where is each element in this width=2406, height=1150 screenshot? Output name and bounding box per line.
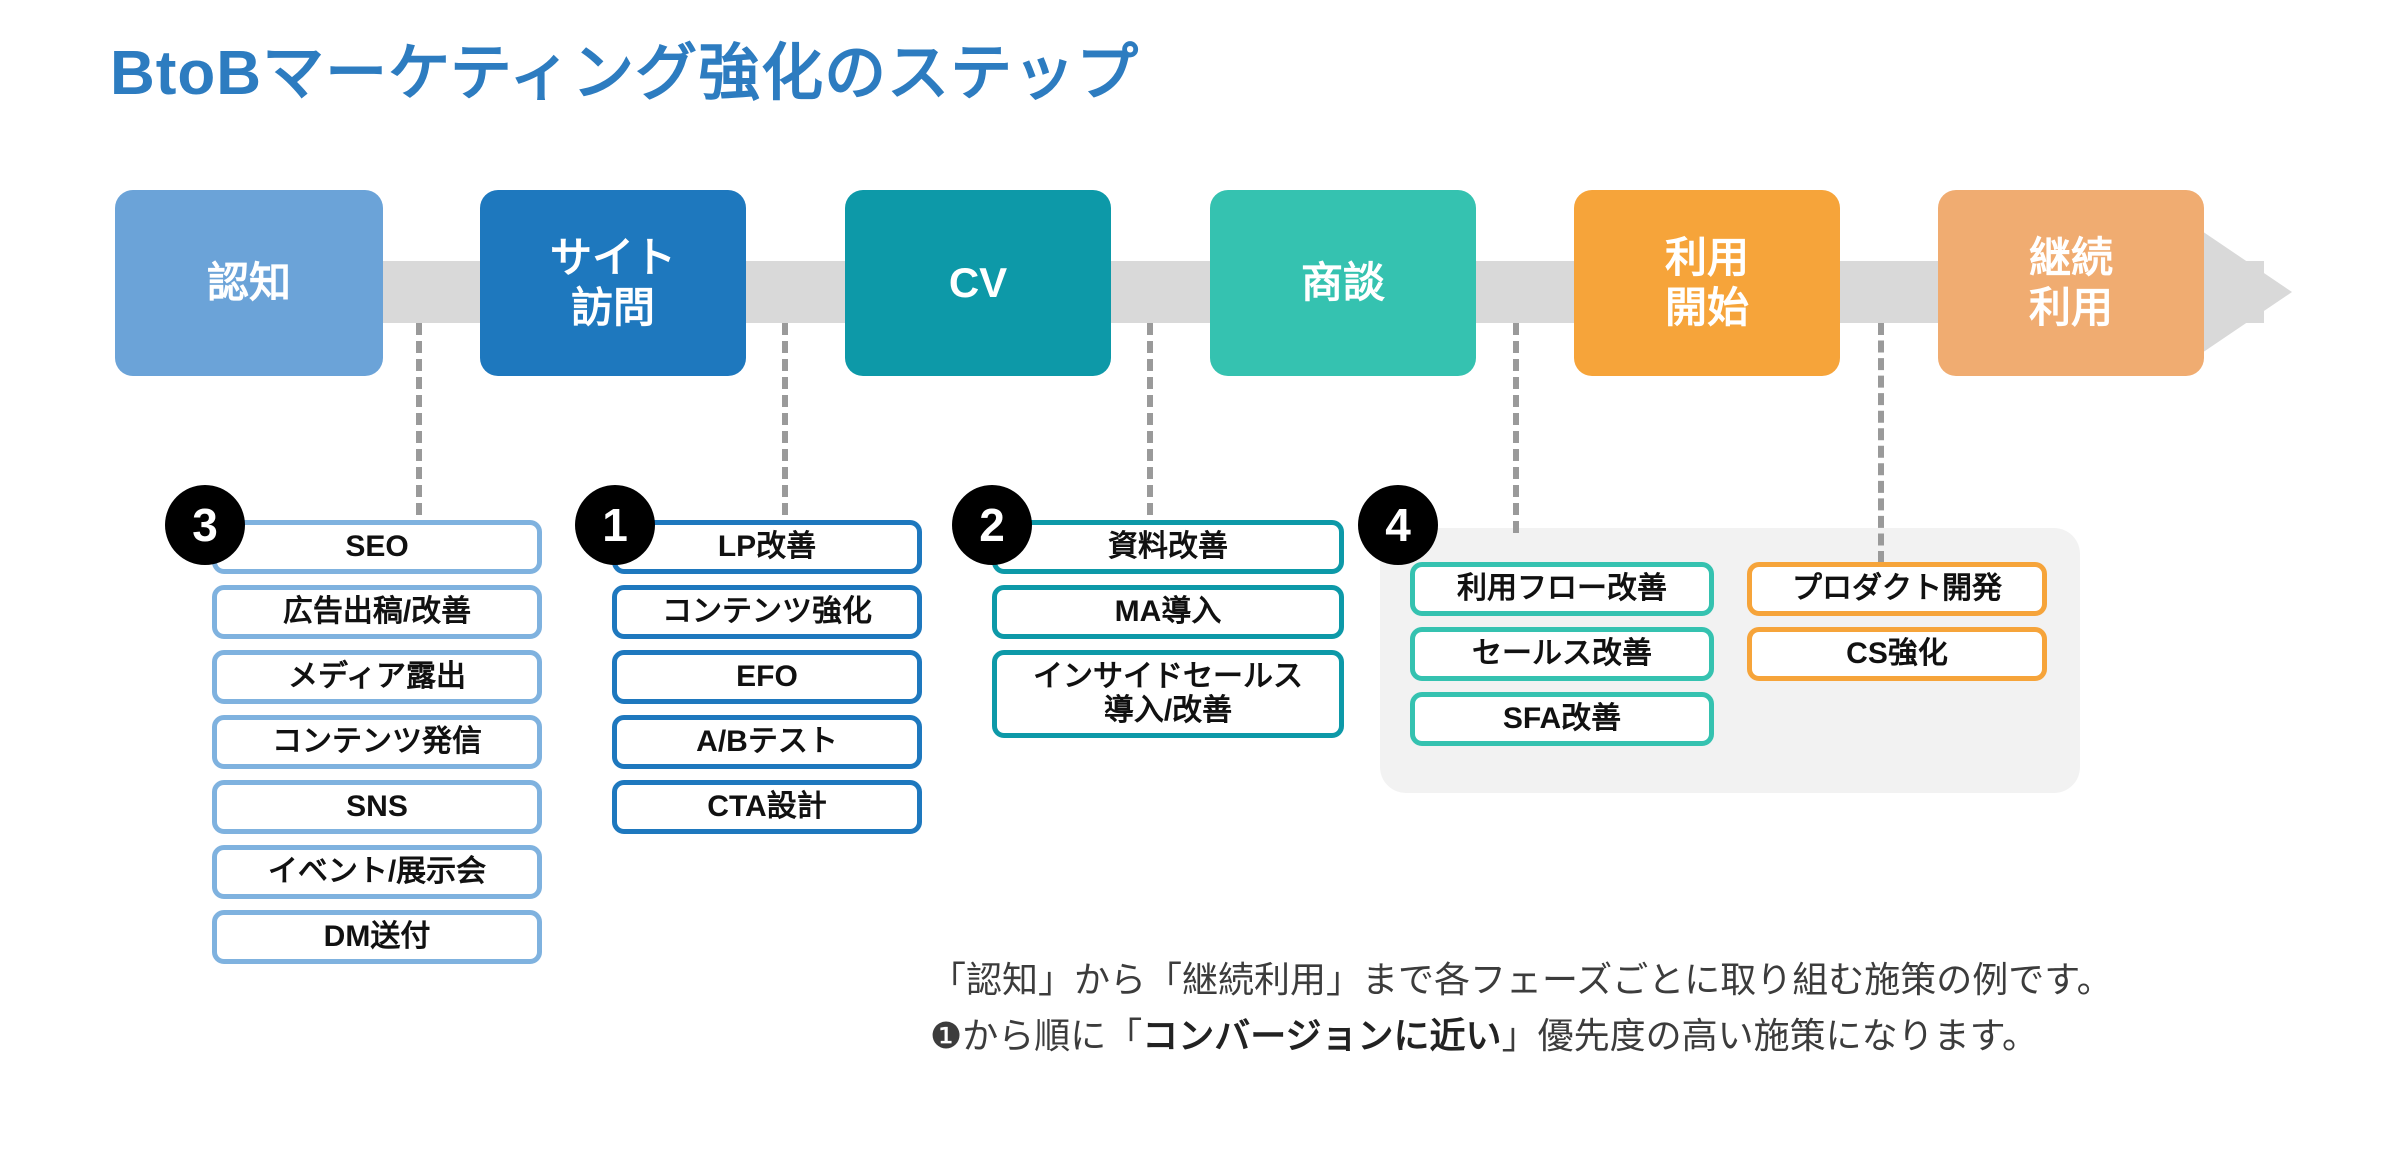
phase-box-continued-use[interactable]: 継続 利用	[1938, 190, 2204, 376]
phase-label-start-use: 利用 開始	[1664, 234, 1749, 331]
phase-box-awareness[interactable]: 認知	[115, 190, 383, 376]
caption-line-2: ❶から順に「コンバージョンに近い」優先度の高い施策になります。	[930, 1008, 2350, 1064]
measure-column-awareness: SEO 広告出稿/改善メディア露出コンテンツ発信 SNS イベント/展示会 DM送付	[212, 520, 542, 975]
phase-box-cv[interactable]: CV	[845, 190, 1111, 376]
measure-chip-continued-use-0[interactable]: プロダクト開発	[1747, 562, 2047, 616]
phase-label-awareness: 認知	[206, 259, 291, 307]
measure-column-negotiation: 利用フロー改善セールス改善 SFA改善	[1410, 562, 1714, 757]
priority-badge-cv: 2	[952, 485, 1032, 565]
page-title: BtoBマーケティング強化のステップ	[110, 39, 1140, 108]
measure-chip-cv-2[interactable]: インサイドセールス 導入/改善	[992, 650, 1344, 738]
caption-line-2-pre: ❶から順に「	[930, 1014, 1143, 1056]
measure-chip-site-visit-1[interactable]: コンテンツ強化	[612, 585, 922, 639]
measure-column-site-visit: LP改善コンテンツ強化 EFO A/Bテスト CTA設計	[612, 520, 922, 845]
measure-column-cv: 資料改善 MA導入インサイドセールス 導入/改善	[992, 520, 1344, 749]
phase-box-negotiation[interactable]: 商談	[1210, 190, 1476, 376]
connector-awareness	[416, 323, 428, 533]
phase-label-negotiation: 商談	[1300, 259, 1385, 307]
phase-label-continued-use: 継続 利用	[2028, 234, 2113, 331]
measure-chip-cv-1[interactable]: MA導入	[992, 585, 1344, 639]
phase-label-site-visit: サイト 訪問	[549, 234, 676, 331]
caption-line-1: 「認知」から「継続利用」まで各フェーズごとに取り組む施策の例です。	[930, 959, 2113, 1000]
measure-chip-site-visit-4[interactable]: CTA設計	[612, 780, 922, 834]
phase-box-start-use[interactable]: 利用 開始	[1574, 190, 1840, 376]
phase-box-site-visit[interactable]: サイト 訪問	[480, 190, 746, 376]
caption-emphasis: コンバージョンに近い	[1142, 1014, 1502, 1056]
measure-chip-awareness-6[interactable]: DM送付	[212, 910, 542, 964]
caption-block: 「認知」から「継続利用」まで各フェーズごとに取り組む施策の例です。 ❶から順に「…	[930, 952, 2350, 1064]
measure-chip-site-visit-2[interactable]: EFO	[612, 650, 922, 704]
measure-chip-negotiation-2[interactable]: SFA改善	[1410, 692, 1714, 746]
measure-chip-site-visit-0[interactable]: LP改善	[612, 520, 922, 574]
measure-chip-awareness-5[interactable]: イベント/展示会	[212, 845, 542, 899]
measure-chip-continued-use-1[interactable]: CS強化	[1747, 627, 2047, 681]
connector-continued-use	[1878, 323, 1890, 563]
measure-chip-awareness-3[interactable]: コンテンツ発信	[212, 715, 542, 769]
connector-site-visit	[782, 323, 794, 533]
measure-chip-cv-0[interactable]: 資料改善	[992, 520, 1344, 574]
phase-label-cv: CV	[948, 259, 1008, 307]
priority-badge-site-visit: 1	[575, 485, 655, 565]
measure-chip-awareness-4[interactable]: SNS	[212, 780, 542, 834]
measure-chip-awareness-2[interactable]: メディア露出	[212, 650, 542, 704]
measure-column-continued-use: プロダクト開発 CS強化	[1747, 562, 2047, 692]
connector-cv	[1147, 323, 1159, 533]
arrow-head-icon	[2196, 227, 2292, 357]
connector-negotiation	[1513, 323, 1525, 533]
measure-chip-negotiation-1[interactable]: セールス改善	[1410, 627, 1714, 681]
measure-chip-site-visit-3[interactable]: A/Bテスト	[612, 715, 922, 769]
priority-badge-awareness: 3	[165, 485, 245, 565]
caption-line-2-post: 」優先度の高い施策になります。	[1501, 1014, 2038, 1056]
measure-chip-awareness-0[interactable]: SEO	[212, 520, 542, 574]
measure-chip-negotiation-0[interactable]: 利用フロー改善	[1410, 562, 1714, 616]
priority-badge-negotiation: 4	[1358, 485, 1438, 565]
measure-chip-awareness-1[interactable]: 広告出稿/改善	[212, 585, 542, 639]
